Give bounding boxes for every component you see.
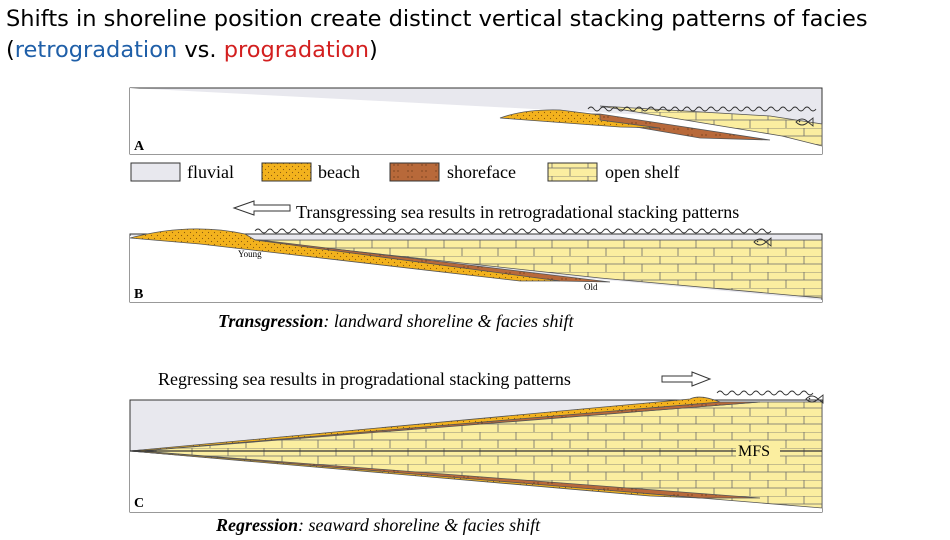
panel-c-sea-surface (716, 390, 814, 396)
panel-b-caption: Transgression: landward shoreline & faci… (218, 311, 574, 332)
panel-b-beach (129, 228, 561, 282)
title-line-1: Shifts in shoreline position create dist… (6, 6, 868, 32)
progradation-term: progradation (223, 37, 370, 63)
panel-c: Regressing sea results in progradational… (129, 369, 824, 513)
legend-swatch-open-shelf (547, 162, 598, 182)
retrogradation-term: retrogradation (14, 37, 178, 63)
panel-c-arrow-text: Regressing sea results in progradational… (158, 369, 571, 389)
paren-close: ) (369, 37, 378, 63)
panel-b-letter: B (134, 287, 143, 302)
vs-text: vs. (177, 37, 224, 63)
legend-swatch-beach (261, 162, 312, 182)
panel-b-letter-box (131, 286, 145, 301)
panel-a: A (129, 87, 823, 155)
panel-c-caption: Regression: seaward shoreline & facies s… (216, 515, 540, 536)
panel-c-beach (129, 396, 721, 499)
panel-a-letter: A (134, 139, 145, 154)
panel-b-young-label: Young (238, 249, 262, 259)
arrow-right-icon (661, 371, 712, 387)
panel-a-letter-box (131, 138, 145, 153)
legend-label-fluvial: fluvial (187, 162, 234, 182)
title-line-2: (retrogradation vs. progradation) (6, 35, 868, 66)
panel-a-sea-surface (587, 106, 817, 112)
legend-label-beach: beach (318, 162, 360, 182)
legend-swatch-shoreface (389, 162, 440, 182)
legend-label-shoreface: shoreface (447, 162, 516, 182)
panel-a-basement (130, 88, 822, 154)
paren-open: ( (6, 37, 15, 63)
panel-b-open-shelf (249, 239, 823, 299)
panel-c-letter: C (134, 496, 144, 511)
mfs-label-bg (736, 442, 780, 459)
panel-b-caption-bold: Transgression (218, 311, 324, 331)
panel-a-beach (499, 109, 661, 129)
mfs-label: MFS (738, 443, 770, 460)
panel-b-arrow-text: Transgressing sea results in retrogradat… (296, 202, 739, 222)
panel-c-caption-rest: : seaward shoreline & facies shift (298, 515, 541, 535)
panel-b-old-label: Old (584, 282, 598, 292)
panel-a-open-shelf (599, 105, 823, 147)
panel-b: Transgressing sea results in retrogradat… (129, 200, 823, 303)
legend: fluvial beach shoreface open shelf (130, 162, 679, 182)
panel-c-letter-box (131, 494, 145, 510)
legend-label-open-shelf: open shelf (605, 162, 679, 182)
panel-c-caption-bold: Regression (216, 515, 299, 535)
legend-swatch-fluvial (130, 162, 181, 182)
panel-b-caption-rest: : landward shoreline & facies shift (323, 311, 574, 331)
panel-b-sea-surface (254, 228, 772, 234)
arrow-left-icon (232, 200, 291, 216)
slide-title: Shifts in shoreline position create dist… (6, 4, 868, 66)
